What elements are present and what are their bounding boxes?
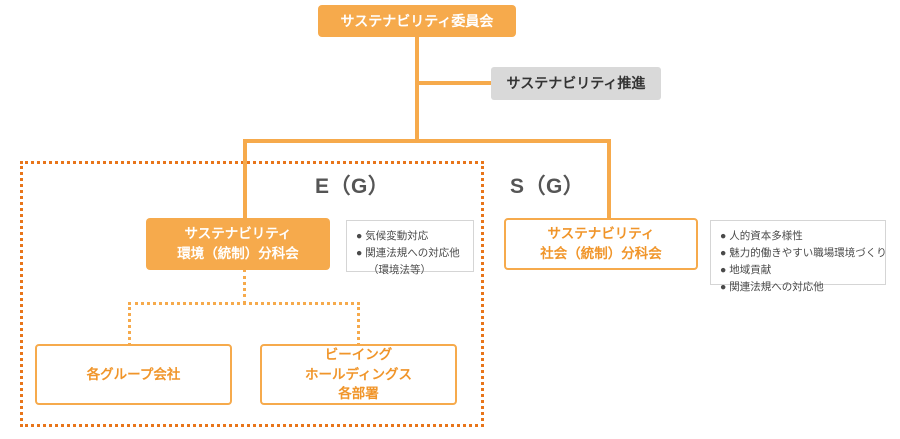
social-topic-item: ● 地域貢献 [720,264,772,276]
node-sustainability-promotion-label: サステナビリティ推進 [506,75,646,92]
node-social-subcommittee-line1: サステナビリティ [547,226,655,242]
node-social-subcommittee-text: サステナビリティ 社会（統制）分科会 [540,224,662,263]
node-being-holdings-departments-line2: ホールディングス [304,366,413,382]
node-being-holdings-departments-line3: 各部署 [338,386,379,402]
dotted-connector-left-down [128,302,131,346]
node-being-holdings-departments-text: ビーイング ホールディングス 各部署 [305,345,412,404]
node-environment-subcommittee-line1: サステナビリティ [184,226,292,242]
node-environment-subcommittee-text: サステナビリティ 環境（統制）分科会 [177,224,299,263]
connector-promotion-horizontal [415,81,493,85]
node-sustainability-committee[interactable]: サステナビリティ委員会 [318,5,516,37]
connector-split-horizontal [243,139,611,143]
social-topics-panel: ● 人的資本多様性 ● 魅力的働きやすい職場環境づくり ● 地域貢献 ● 関連法… [710,220,887,293]
node-environment-subcommittee[interactable]: サステナビリティ 環境（統制）分科会 [146,218,330,270]
dotted-connector-right-down [357,302,360,346]
dotted-connector-env-down [243,269,246,304]
social-topic-item: ● 魅力的働きやすい職場環境づくり [720,247,887,259]
environment-topic-note: （環境法等） [368,264,431,276]
environment-scope-region [20,161,484,427]
node-environment-subcommittee-line2: 環境（統制）分科会 [177,246,299,261]
node-being-holdings-departments[interactable]: ビーイング ホールディングス 各部署 [260,344,457,405]
social-topic-item: ● 関連法規への対応他 [720,281,824,293]
node-being-holdings-departments-line1: ビーイング [324,347,393,363]
connector-social-vertical [607,139,611,220]
category-label-environment: E（G） [315,175,390,198]
environment-topic-item: ● 関連法規への対応他 [356,247,460,259]
connector-environment-vertical [243,139,247,220]
node-group-companies-label: 各グループ会社 [86,366,181,382]
social-topic-item: ● 人的資本多様性 [720,230,803,242]
node-sustainability-committee-label: サステナビリティ委員会 [340,12,494,29]
environment-topics-panel: ● 気候変動対応 ● 関連法規への対応他 （環境法等） [346,220,474,276]
node-social-subcommittee-line2: 社会（統制）分科会 [540,246,662,261]
category-label-social: S（G） [510,175,585,198]
environment-topic-item: ● 気候変動対応 [356,230,429,242]
connector-committee-vertical [415,36,419,143]
dotted-connector-spread [128,302,360,305]
node-social-subcommittee[interactable]: サステナビリティ 社会（統制）分科会 [504,218,698,270]
node-group-companies[interactable]: 各グループ会社 [35,344,232,405]
node-sustainability-promotion[interactable]: サステナビリティ推進 [491,67,661,100]
